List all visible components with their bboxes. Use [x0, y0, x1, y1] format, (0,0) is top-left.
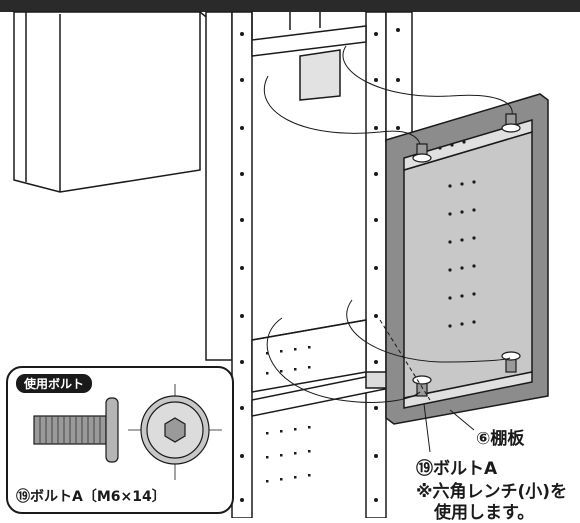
bolt-label: ⑲ボルトA	[416, 459, 498, 479]
shelf-label: ⑥棚板	[476, 429, 525, 449]
bolt-inset-panel: 使用ボルト ⑲ボルトA〔M6×14〕	[6, 366, 234, 514]
cabinet-side-panel	[13, 11, 211, 193]
tool-note-line2: 使用します。	[434, 503, 535, 523]
bolt-head-view	[128, 384, 222, 480]
shelf-bolts	[412, 113, 521, 397]
upright-holes	[240, 28, 400, 502]
bolt-illustration	[33, 384, 222, 480]
bolt-used-badge: 使用ボルト	[16, 374, 93, 393]
cabinet-uprights	[205, 11, 413, 518]
shelf-board-holes	[438, 140, 476, 328]
tool-note-line1: ※六角レンチ(小)を	[416, 482, 568, 502]
shelf-board	[385, 93, 549, 425]
motion-guides	[263, 45, 513, 403]
upper-shelf	[251, 12, 367, 101]
header-band	[0, 0, 580, 12]
leader-lines	[423, 403, 475, 453]
bolt-caption: ⑲ボルトA〔M6×14〕	[16, 489, 166, 505]
lower-perforations	[266, 346, 311, 483]
bolt-side-view	[33, 397, 119, 463]
